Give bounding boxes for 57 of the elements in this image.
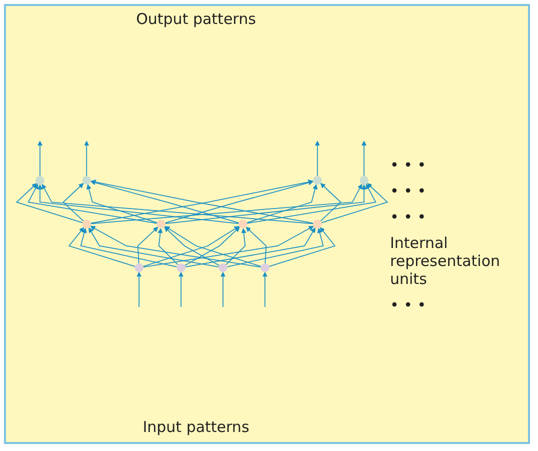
arrow xyxy=(37,140,43,176)
node-circle xyxy=(176,263,186,272)
layer-label: Internal representation units xyxy=(390,234,502,288)
arrow xyxy=(361,140,367,176)
arrow xyxy=(28,184,158,224)
node-circle xyxy=(134,263,144,272)
arrow xyxy=(220,272,226,308)
node-circle xyxy=(36,176,44,185)
arrow xyxy=(16,183,83,224)
node-circle xyxy=(260,263,270,272)
arrow xyxy=(158,228,178,266)
arrow xyxy=(86,184,158,224)
arrow xyxy=(314,140,320,176)
node-circle xyxy=(313,220,322,228)
arrow xyxy=(88,228,220,268)
arrow xyxy=(37,184,239,224)
node-circle xyxy=(218,263,228,272)
arrow xyxy=(164,180,314,224)
arrow xyxy=(68,227,136,267)
arrow xyxy=(165,184,367,224)
node-circle xyxy=(238,220,248,228)
arrow xyxy=(178,272,184,308)
arrow xyxy=(246,184,318,224)
ellipsis-dots: • • • xyxy=(390,182,428,200)
arrow xyxy=(226,228,246,266)
arrow xyxy=(320,183,342,222)
arrow xyxy=(80,228,178,268)
arrow xyxy=(90,226,262,268)
arrow xyxy=(90,184,362,224)
ellipsis-dots: • • • xyxy=(390,156,428,174)
arrow xyxy=(246,184,376,224)
arrow xyxy=(184,226,240,266)
arrow xyxy=(136,272,142,308)
arrow xyxy=(184,228,316,268)
layer-label: Output patterns xyxy=(136,10,256,28)
node-circle xyxy=(313,176,322,185)
arrow xyxy=(84,140,90,176)
arrow xyxy=(268,227,336,267)
node-circle xyxy=(82,176,91,185)
ellipsis-dots: • • • xyxy=(390,208,428,226)
node-circle xyxy=(82,220,91,228)
ellipsis-dots: • • • xyxy=(390,296,428,314)
arrow xyxy=(142,226,240,267)
arrow xyxy=(164,226,262,267)
arrow xyxy=(42,184,314,224)
arrow xyxy=(137,226,158,264)
arrow xyxy=(90,180,240,224)
arrow xyxy=(164,226,220,266)
node-circle xyxy=(156,220,166,228)
arrow xyxy=(246,226,267,264)
arrow xyxy=(226,228,324,268)
arrow xyxy=(321,183,388,224)
layer-label: Input patterns xyxy=(142,418,250,436)
node-circle xyxy=(360,176,368,185)
arrow xyxy=(142,226,314,268)
arrow xyxy=(262,272,268,308)
arrow xyxy=(62,183,84,222)
